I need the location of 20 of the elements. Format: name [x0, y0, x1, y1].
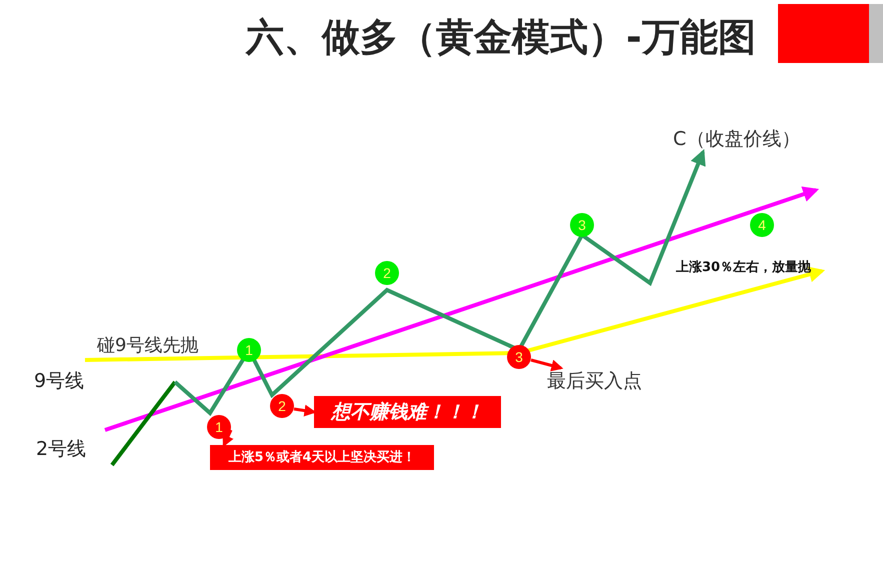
arrow	[222, 429, 234, 448]
number-circle: 1	[237, 338, 261, 362]
line-label: 9号线	[34, 369, 84, 394]
note-text: 上涨30％左右，放量抛	[676, 259, 812, 276]
callout-box: 上涨5％或者4天以上坚决买进！	[210, 445, 434, 470]
arrow	[530, 358, 564, 372]
arrow	[294, 404, 316, 416]
title: 六、做多（黄金模式）-万能图	[246, 14, 756, 61]
number-circle: 3	[570, 213, 594, 237]
callout-box: 想不赚钱难！！！	[314, 396, 501, 428]
marker-circle: 1	[207, 415, 231, 439]
line-label: 2号线	[36, 437, 86, 462]
line-label: C（收盘价线）	[673, 126, 800, 152]
number-circle: 4	[750, 213, 774, 237]
marker-circle: 3	[507, 345, 531, 369]
marker-circle: 2	[270, 394, 294, 418]
line-label: 碰9号线先抛	[97, 334, 198, 357]
price-line	[174, 149, 706, 416]
number-circle: 2	[375, 261, 399, 285]
callout-text: 最后买入点	[547, 368, 642, 394]
